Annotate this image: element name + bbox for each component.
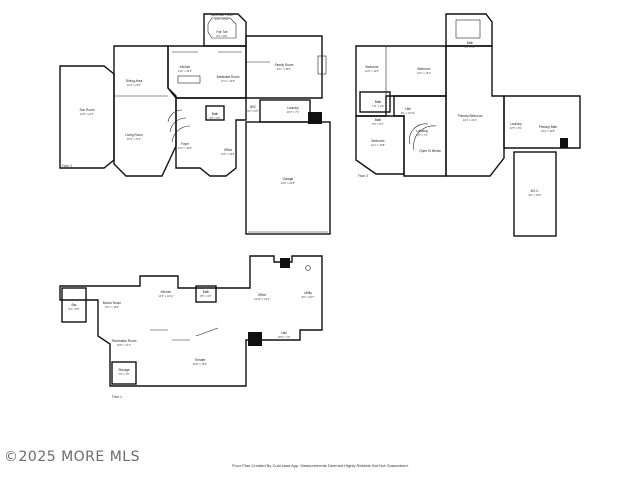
- room-label: Family Room: [275, 63, 294, 67]
- room-label: Bath: [203, 290, 210, 294]
- room-dimensions: 8'1" x 22'11": [401, 111, 415, 115]
- bath-walls: [359, 91, 391, 113]
- room-dimensions: 20'1" x 20'4": [277, 67, 291, 71]
- room-dimensions: 8'6" x 6'3": [200, 294, 211, 298]
- room-dimensions: 22'8" x 15'4": [193, 362, 207, 366]
- room-label: Laundry: [510, 122, 522, 126]
- room-dimensions: 13'5" x 8'1": [510, 126, 523, 130]
- room-label: Bath: [375, 100, 382, 104]
- room-dimensions: 11'3" x 13'5": [127, 83, 141, 87]
- room-dimensions: 8'0" x 23'7": [302, 295, 315, 299]
- second-floor-plan: Bedroom 12'6" x 11'3" Bedroom 12'1" x 13…: [355, 13, 581, 237]
- upper-bedrooms-walls: [355, 45, 447, 117]
- room-label: Garage: [283, 177, 294, 181]
- room-label: W.I.C.: [531, 189, 540, 193]
- floor-label: Floor 3: [358, 174, 368, 178]
- room-label: Bath: [467, 41, 474, 45]
- storage-walls: [111, 361, 137, 385]
- room-label: Hall: [281, 331, 287, 335]
- room-label: Kitchen: [161, 290, 172, 294]
- room-label: Recreation Room: [112, 339, 137, 343]
- living-dining-walls: [113, 45, 177, 177]
- room-dimensions: 8'3" x 5'4": [372, 122, 383, 126]
- sun-room-walls: [59, 65, 115, 169]
- room-label: Theater: [195, 358, 207, 362]
- room-label: Sun Room: [79, 108, 94, 112]
- room-label: Foyer: [181, 142, 190, 146]
- room-label: Office: [258, 293, 266, 297]
- room-dimensions: 12'1" x 13'8": [371, 143, 385, 147]
- room-label: Utility: [304, 291, 312, 295]
- foyer-walls: [175, 97, 247, 177]
- first-floor-plan: Sun Room 14'6" x 22'7" Dining Area 11'3"…: [59, 13, 331, 235]
- room-label: Living Room: [125, 133, 143, 137]
- basement-plan: Bonus Room 15'1" x 15'9" Bar 6'3" x 8'5"…: [59, 255, 323, 399]
- room-dimensions: 14'2" x 16'4": [178, 69, 192, 73]
- room-dimensions: 8'4" x 8'0": [216, 34, 227, 38]
- room-dimensions: 10'3" x 7'4": [287, 110, 300, 114]
- room-label: Bedroom: [418, 67, 431, 71]
- room-label: Breakfast Room: [217, 75, 240, 79]
- room-label: Storage: [118, 368, 129, 372]
- family-room-walls: [245, 35, 323, 99]
- room-label: Open To Below: [419, 149, 441, 153]
- room-label: Office: [224, 148, 232, 152]
- room-dimensions: 12'6" x 13'6": [221, 152, 235, 156]
- floor-label: Floor 1: [112, 395, 122, 399]
- room-dimensions: 5'6" x 8'9": [209, 116, 220, 120]
- wic-walls: [513, 151, 557, 237]
- room-label: Primary Bedroom: [458, 114, 483, 118]
- room-label: Hall: [405, 107, 411, 111]
- room-label: Bedroom: [372, 139, 385, 143]
- room-label: Landing: [416, 129, 428, 133]
- room-dimensions: 8'3" x 7'4": [416, 133, 427, 137]
- laundry-walls: [259, 99, 311, 123]
- room-dimensions: 12'6" x 11'3": [365, 69, 379, 73]
- primary-bedroom-walls: [445, 45, 505, 177]
- room-label: Kitchen: [180, 65, 191, 69]
- room-label: Bath: [212, 112, 219, 116]
- room-dimensions: 10'8" x 7'0": [278, 335, 291, 339]
- room-dimensions: 7'11" x 9'0": [372, 104, 385, 108]
- room-dimensions: 12'1" x 13'4": [417, 71, 431, 75]
- room-dimensions: 17'4" x 10'9": [221, 79, 235, 83]
- room-label: Bar: [72, 303, 78, 307]
- room-dimensions: 24'6" x 22'8": [281, 181, 295, 185]
- floor-plan-credit: Floor Plan Created By Cubi.casa App. Mea…: [232, 463, 409, 468]
- laundry-primary-bath-walls: [503, 95, 581, 149]
- room-dimensions: 14'6" x 22'7": [80, 112, 94, 116]
- bath-walls: [195, 285, 217, 303]
- room-dimensions: 22'10" x 14'3": [254, 297, 270, 301]
- room-label: Bonus Room: [103, 301, 122, 305]
- room-dimensions: 7'6" x 7'6": [118, 372, 129, 376]
- floor-label: Floor 2: [62, 164, 72, 168]
- room-dimensions: 14'6" x 11'11": [158, 294, 173, 298]
- room-label: Primary Bath: [539, 125, 558, 129]
- room-dimensions: 16'1" x 10'3": [178, 146, 192, 150]
- bath-walls: [205, 105, 225, 121]
- room-dimensions: 5'2" x 6'5": [247, 109, 258, 113]
- room-dimensions: 6'3" x 8'5": [68, 307, 79, 311]
- garage-walls: [245, 121, 331, 235]
- room-label: Laundry: [287, 106, 299, 110]
- room-label: Screened Porch: [211, 13, 234, 17]
- room-dimensions: 13'4" x 10'8": [541, 129, 555, 133]
- mls-watermark: ©2025 MORE MLS: [4, 449, 140, 465]
- room-label: Bedroom: [366, 65, 379, 69]
- room-dimensions: 6'4" x 5'2": [464, 45, 475, 49]
- room-dimensions: 19'4" x 24'4": [463, 118, 477, 122]
- room-label: Bath: [375, 118, 382, 122]
- bar-walls: [61, 287, 87, 323]
- room-label: Hot Tub: [216, 30, 227, 34]
- room-dimensions: 16'8" x 17'1": [117, 343, 131, 347]
- room-dimensions: 9'2" x 16'0": [529, 193, 542, 197]
- room-label: Dining Area: [126, 79, 143, 83]
- room-label: WIC: [250, 105, 257, 109]
- basement-outline-walls: [59, 255, 323, 387]
- room-dimensions: 13'6" x 8'10": [215, 17, 229, 21]
- room-dimensions: 15'5" x 17'4": [127, 137, 141, 141]
- room-dimensions: 15'1" x 15'9": [105, 305, 119, 309]
- bath-upper-walls: [445, 13, 493, 47]
